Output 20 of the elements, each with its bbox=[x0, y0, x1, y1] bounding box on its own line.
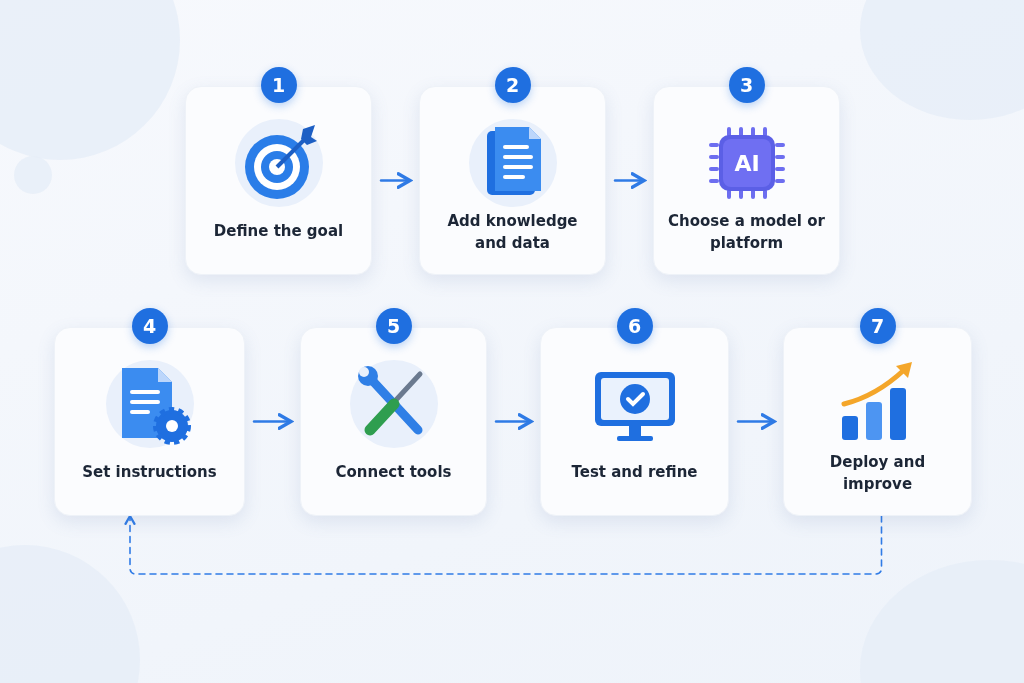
step-number: 7 bbox=[859, 308, 896, 344]
arrow bbox=[379, 172, 412, 189]
step-number: 1 bbox=[260, 67, 297, 103]
step-label: Define the goal bbox=[212, 220, 345, 242]
step-number: 2 bbox=[494, 67, 531, 103]
dashed-arrow bbox=[124, 514, 883, 575]
step-label: Add knowledge and data bbox=[446, 211, 579, 254]
step-number: 6 bbox=[616, 308, 653, 344]
arrow bbox=[494, 413, 533, 430]
step-label: Set instructions bbox=[81, 461, 218, 483]
step-label: Test and refine bbox=[570, 461, 699, 483]
step-number: 3 bbox=[728, 67, 765, 103]
arrow bbox=[613, 172, 646, 189]
step-label: Connect tools bbox=[334, 461, 453, 483]
arrow bbox=[252, 413, 293, 430]
step-number: 4 bbox=[131, 308, 168, 344]
step-label: Choose a model or platform bbox=[667, 211, 826, 254]
step-number: 5 bbox=[375, 308, 412, 344]
arrow bbox=[736, 413, 776, 430]
step-label: Deploy and improve bbox=[828, 452, 927, 495]
